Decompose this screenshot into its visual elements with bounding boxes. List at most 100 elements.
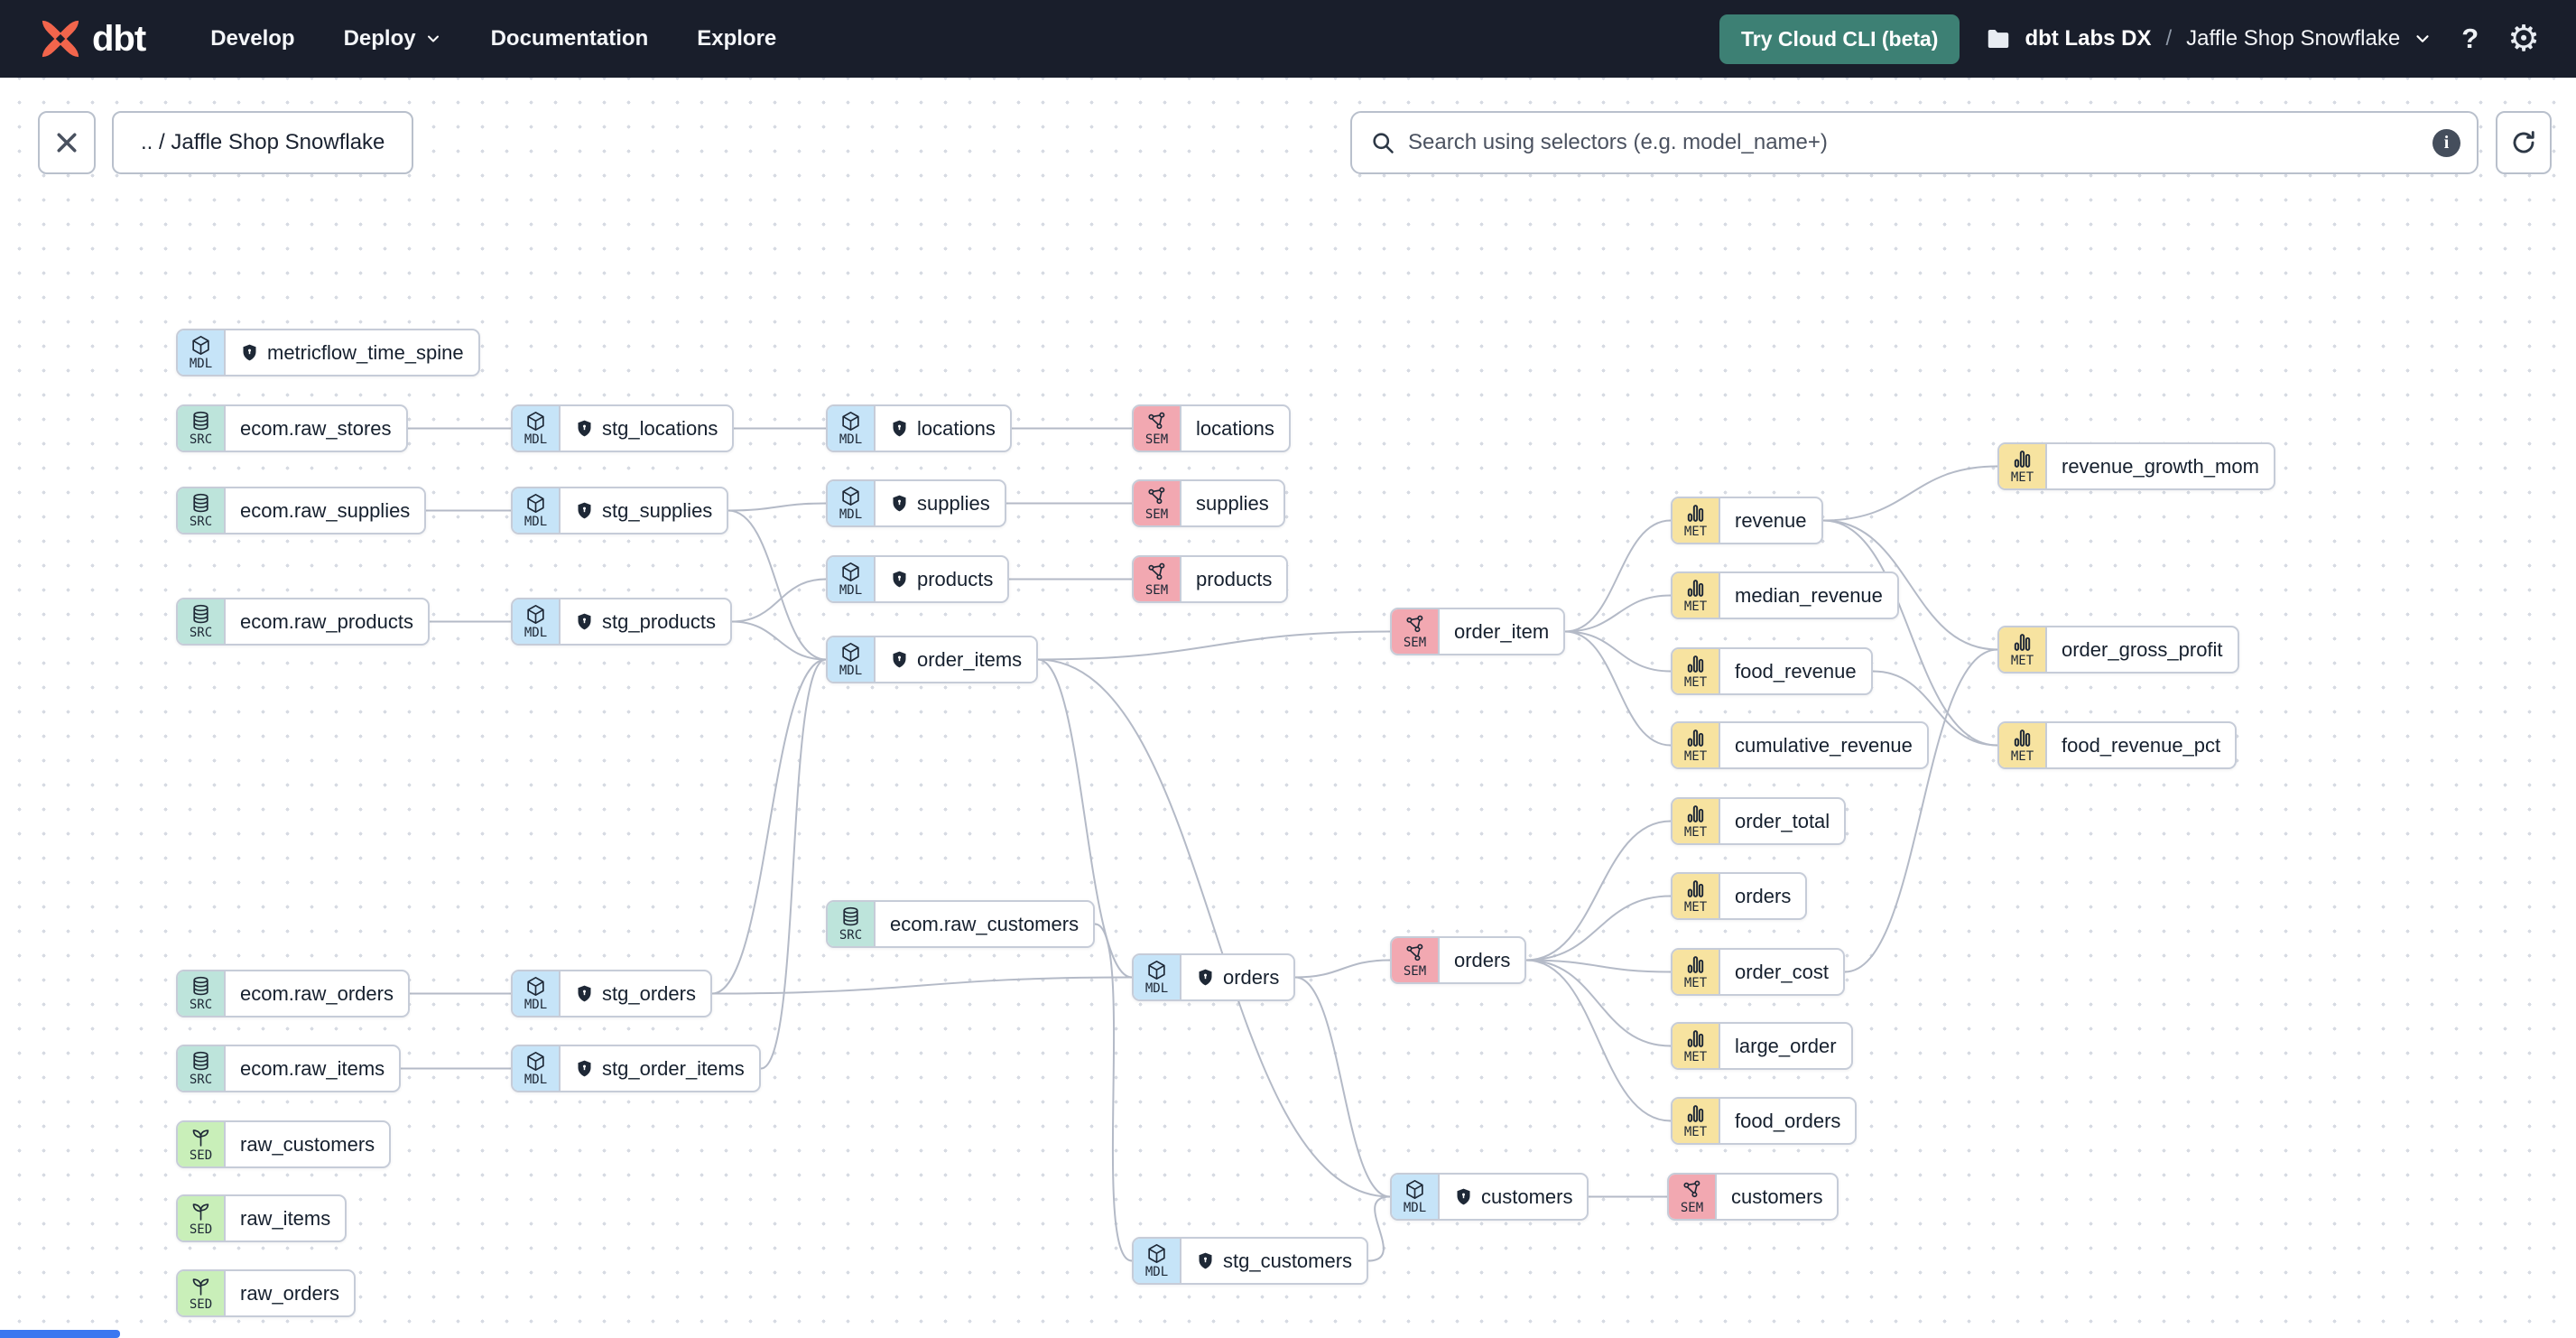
horizontal-scrollbar-thumb[interactable] bbox=[0, 1330, 120, 1338]
info-icon[interactable]: i bbox=[2432, 128, 2460, 157]
source-type-badge: SRC bbox=[828, 902, 876, 946]
model-type-badge: MDL bbox=[513, 599, 561, 644]
node-label: food_orders bbox=[1735, 1109, 1841, 1132]
type-badge-label: MDL bbox=[839, 664, 863, 679]
node-sem_customers[interactable]: SEM customers bbox=[1667, 1173, 1839, 1221]
seed-icon bbox=[190, 1200, 212, 1222]
model-type-badge: MDL bbox=[513, 1046, 561, 1091]
breadcrumb[interactable]: .. / Jaffle Shop Snowflake bbox=[112, 111, 414, 174]
refresh-icon bbox=[2513, 131, 2534, 153]
semantic-type-badge: SEM bbox=[1669, 1175, 1717, 1219]
node-label: ecom.raw_items bbox=[240, 1056, 385, 1080]
node-label: food_revenue bbox=[1735, 659, 1857, 683]
refresh-button[interactable] bbox=[2496, 111, 2552, 174]
seed-icon bbox=[190, 1126, 212, 1148]
metric-type-badge: MET bbox=[1673, 1024, 1720, 1068]
node-stg_locations[interactable]: MDL stg_locations bbox=[511, 404, 735, 452]
gear-icon[interactable]: ⚙ bbox=[2507, 19, 2540, 59]
top-navbar: dbt Develop Deploy Documentation Explore Tr… bbox=[0, 0, 2576, 78]
metric-icon bbox=[1684, 577, 1707, 599]
model-type-badge: MDL bbox=[1134, 955, 1181, 999]
close-lineage-button[interactable] bbox=[38, 111, 96, 174]
nav-link-deploy[interactable]: Deploy bbox=[344, 26, 442, 51]
node-label: food_revenue_pct bbox=[2062, 733, 2221, 757]
type-badge-label: MDL bbox=[1144, 1265, 1169, 1280]
model-type-badge: MDL bbox=[828, 557, 876, 601]
search-input[interactable] bbox=[1408, 130, 2420, 155]
edge-met_revenue-to-met_revenue_growth_mom bbox=[1822, 465, 1998, 522]
help-icon[interactable]: ? bbox=[2461, 23, 2479, 54]
model-icon bbox=[190, 334, 212, 357]
try-cloud-cli-button[interactable]: Try Cloud CLI (beta) bbox=[1719, 14, 1960, 64]
semantic-icon bbox=[1404, 613, 1426, 636]
shield-icon bbox=[890, 650, 909, 669]
node-orders[interactable]: MDL orders bbox=[1132, 953, 1296, 1001]
node-seed_raw_items[interactable]: SED raw_items bbox=[176, 1194, 347, 1242]
edge-met_food_revenue-to-met_food_revenue_pct bbox=[1872, 670, 1998, 747]
dbt-logo[interactable]: dbt bbox=[40, 18, 146, 60]
edge-order_items-to-orders bbox=[1037, 658, 1133, 979]
node-ecom.raw_items[interactable]: SRC ecom.raw_items bbox=[176, 1045, 402, 1092]
source-type-badge: SRC bbox=[178, 1046, 226, 1091]
type-badge-label: MET bbox=[1683, 525, 1708, 540]
metric-type-badge: MET bbox=[1673, 950, 1720, 994]
seed-type-badge: SED bbox=[178, 1196, 226, 1240]
model-icon bbox=[524, 603, 547, 626]
node-label: raw_customers bbox=[240, 1132, 375, 1156]
model-type-badge: MDL bbox=[828, 637, 876, 682]
selector-search: i bbox=[1350, 111, 2479, 174]
node-label: stg_locations bbox=[602, 416, 718, 440]
edge-sem_order_item-to-met_median_revenue bbox=[1564, 594, 1672, 633]
nav-link-develop[interactable]: Develop bbox=[210, 26, 295, 51]
node-label: raw_items bbox=[240, 1206, 331, 1230]
nav-link-documentation[interactable]: Documentation bbox=[490, 26, 649, 51]
metric-icon bbox=[1684, 878, 1707, 900]
node-label: orders bbox=[1223, 965, 1280, 989]
source-icon bbox=[190, 410, 212, 432]
metric-icon bbox=[1684, 653, 1707, 675]
breadcrumb-separator: / bbox=[2165, 26, 2173, 51]
source-type-badge: SRC bbox=[178, 488, 226, 533]
type-badge-label: MDL bbox=[189, 357, 213, 372]
node-label: customers bbox=[1731, 1185, 1823, 1208]
type-badge-label: MDL bbox=[524, 432, 548, 448]
nav-link-explore[interactable]: Explore bbox=[697, 26, 777, 51]
project-selector[interactable]: dbt Labs DX / Jaffle Shop Snowflake bbox=[1985, 25, 2432, 52]
